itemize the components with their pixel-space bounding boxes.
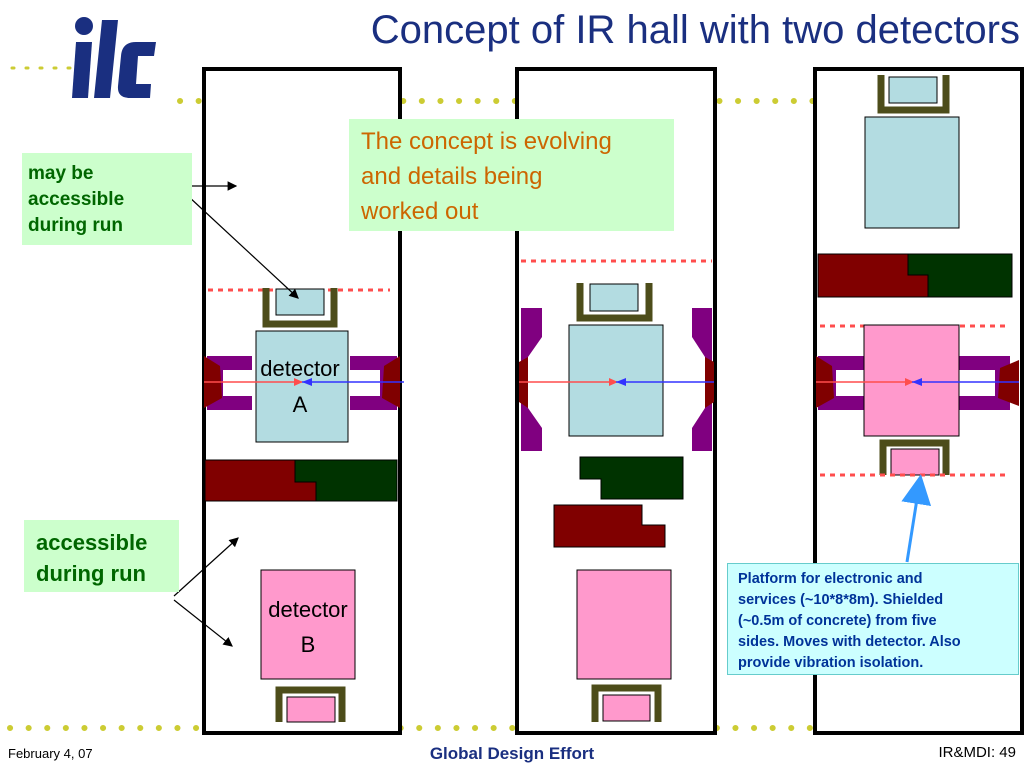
note-line: provide vibration isolation. <box>738 655 924 671</box>
note-line: (~0.5m of concrete) from five <box>738 613 937 629</box>
note-concept-evolving: The concept is evolving and details bein… <box>349 119 674 231</box>
detector-a-label-line2: A <box>293 392 308 417</box>
hall-1-shield-green <box>294 459 398 502</box>
arrow-to-hall-bottom-upper <box>173 537 239 597</box>
note-platform-description: Platform for electronic and services (~1… <box>727 563 1019 675</box>
note-line: accessible <box>28 189 125 210</box>
footer-date: February 4, 07 <box>8 746 93 761</box>
note-may-be-accessible: may be accessible during run <box>22 153 192 245</box>
note-line: services (~10*8*8m). Shielded <box>738 592 944 608</box>
note-line: worked out <box>361 198 479 225</box>
page-title: Concept of IR hall with two detectors <box>370 8 1020 52</box>
note-line: during run <box>28 215 123 236</box>
note-line: The concept is evolving <box>361 128 612 155</box>
detector-b-label-line1: detector <box>268 597 348 622</box>
hall-1-platform-bottom <box>275 686 346 722</box>
note-line: and details being <box>361 163 543 190</box>
hall-3-detector <box>863 324 960 437</box>
detector-a <box>255 330 349 443</box>
footer-organization: Global Design Effort <box>429 744 595 763</box>
detector-b <box>260 569 356 680</box>
note-line: Platform for electronic and <box>738 571 923 587</box>
detector-b-label-line2: B <box>301 632 316 657</box>
hall-2-detector <box>568 324 664 437</box>
hall-1-platform-top <box>262 288 338 328</box>
footer-page-number: IR&MDI: 49 <box>938 744 1016 761</box>
note-line: may be <box>28 163 94 184</box>
note-accessible-during-run: accessible during run <box>24 520 179 592</box>
arrow-to-platform <box>187 195 299 299</box>
detector-a-label-line1: detector <box>260 356 340 381</box>
arrow-to-hall-bottom-lower <box>173 599 233 647</box>
arrow-to-platform-hall-3 <box>901 474 932 563</box>
note-line: sides. Moves with detector. Also <box>738 634 961 650</box>
ilc-logo <box>72 17 156 98</box>
note-line: accessible <box>36 530 148 555</box>
note-line: during run <box>36 561 146 586</box>
